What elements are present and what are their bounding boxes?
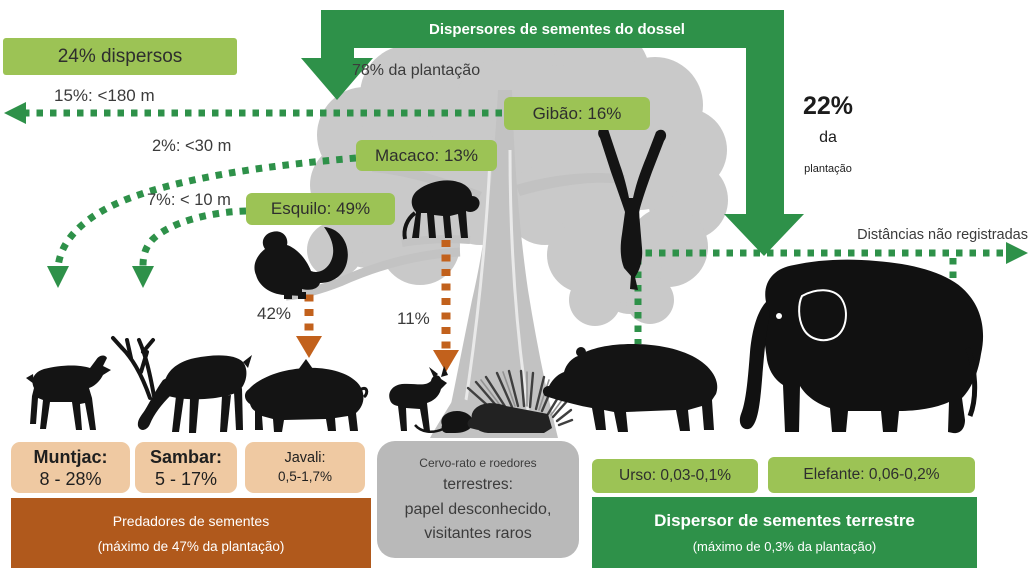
sambar-name: Sambar:: [149, 446, 223, 467]
boar-name: Javali:: [284, 450, 326, 466]
plantation-78-label: 78% da plantação: [352, 62, 481, 79]
muntjac-name: Muntjac:: [33, 446, 108, 467]
arrow-mid-label: 2%: <30 m: [152, 137, 232, 155]
sambar-value: 5 - 17%: [154, 468, 218, 489]
gibbon-icon: [598, 127, 667, 290]
unknown-line4: visitantes raros: [424, 525, 532, 542]
stat-value: 22%: [802, 92, 854, 120]
arrow-squirrel-drop-head: [296, 336, 322, 358]
terrestrial-line1: Dispersor de sementes terrestre: [654, 511, 915, 530]
mouse-deer-icon: [389, 366, 448, 431]
terrestrial-dispersers-box: Dispersor de sementes terrestre (máximo …: [592, 497, 977, 568]
gibbon-label: Gibão: 16%: [504, 97, 650, 130]
distances-label: Distâncias não registradas: [857, 227, 1028, 243]
canopy-banner-arrow: [301, 10, 804, 256]
seed-predators-line1: Predadores de sementes: [112, 512, 270, 529]
bear-icon: [542, 344, 718, 432]
muntjac-box: Muntjac: 8 - 28%: [11, 442, 130, 493]
elephant-label: Elefante: 0,06-0,2%: [768, 457, 975, 493]
stat-line2: da: [819, 129, 837, 146]
boar-icon: [244, 359, 369, 432]
arrow-near-label: 7%: < 10 m: [147, 191, 231, 209]
arrow-7-head: [132, 266, 154, 288]
squirrel-drop-pct: 42%: [257, 304, 292, 323]
elephant-icon: [739, 259, 984, 434]
macaque-drop-pct: 11%: [397, 309, 430, 328]
bear-label: Urso: 0,03-0,1%: [592, 459, 758, 493]
arrow-distances-head: [1006, 242, 1028, 264]
boar-value: 0,5-1,7%: [277, 469, 333, 484]
macaque-label: Macaco: 13%: [356, 140, 497, 171]
stat-line3: plantação: [804, 163, 852, 175]
dispersed-box: 24% dispersos: [3, 38, 237, 75]
banner-title: Dispersores de sementes do dossel: [429, 20, 685, 38]
macaque-icon: [402, 180, 480, 240]
muntjac-value: 8 - 28%: [39, 468, 102, 489]
sambar-box: Sambar: 5 - 17%: [135, 442, 237, 493]
arrow-7-dotted: [139, 207, 247, 267]
unknown-line3: papel desconhecido,: [404, 501, 552, 518]
plantation-22-stat: 22% da plantação: [786, 92, 870, 175]
unknown-role-box: Cervo-rato e roedores terrestres: papel …: [377, 441, 579, 558]
arrow-far-label: 15%: <180 m: [54, 86, 155, 105]
squirrel-icon: [254, 227, 348, 299]
sambar-icon: [111, 336, 252, 433]
unknown-line2: terrestres:: [443, 476, 513, 493]
arrow-15-head: [4, 102, 26, 124]
seed-predators-box: Predadores de sementes (máximo de 47% da…: [11, 498, 371, 568]
squirrel-label: Esquilo: 49%: [246, 193, 395, 225]
arrow-2-head: [47, 266, 69, 288]
seed-predators-line2: (máximo de 47% da plantação): [97, 538, 285, 554]
muntjac-icon: [26, 355, 111, 430]
arrow-2-dotted: [54, 154, 357, 269]
unknown-line1: Cervo-rato e roedores: [419, 456, 537, 470]
arrow-macaque-drop-head: [433, 350, 459, 372]
boar-box: Javali: 0,5-1,7%: [245, 442, 365, 493]
terrestrial-line2: (máximo de 0,3% da plantação): [692, 539, 877, 554]
rat-icon: [414, 411, 478, 434]
